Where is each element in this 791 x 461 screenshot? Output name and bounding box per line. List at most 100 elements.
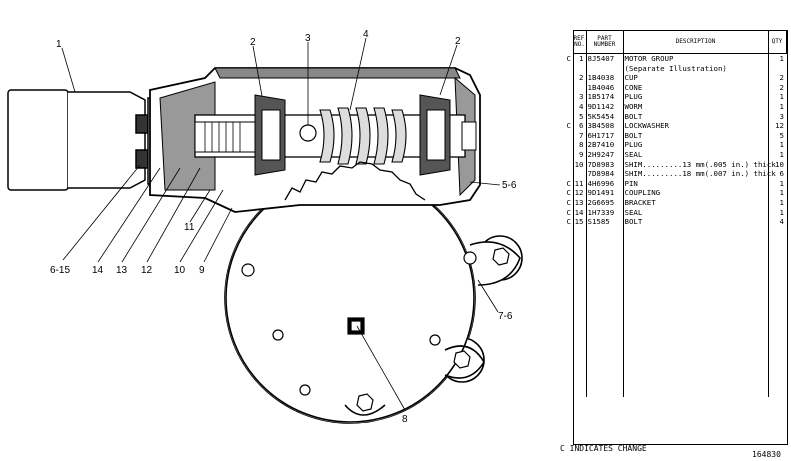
cell-ref: 4 bbox=[572, 101, 586, 112]
cell-qty: 1 bbox=[767, 178, 786, 189]
callout-4: 4 bbox=[363, 29, 369, 40]
cell-chg: C bbox=[566, 198, 571, 207]
cell-qty: 3 bbox=[767, 111, 786, 122]
callout-14: 14 bbox=[92, 265, 104, 276]
cell-desc: SEAL bbox=[622, 207, 768, 218]
cell-part: S1585 bbox=[585, 217, 623, 227]
cell-desc: CUP bbox=[622, 73, 768, 83]
cell-desc: BOLT bbox=[622, 130, 768, 141]
cell-qty: 2 bbox=[767, 73, 786, 83]
cell-desc: SHIM.........18 mm(.007 in.) thick bbox=[622, 169, 776, 179]
cell-chg: C bbox=[566, 217, 571, 227]
cell-chg bbox=[565, 64, 573, 74]
callout-3: 3 bbox=[305, 33, 311, 44]
cell-part bbox=[585, 63, 623, 74]
cell-ref: 9 bbox=[572, 149, 586, 160]
table-header-row: REF. NO. PART NUMBER DESCRIPTION QTY bbox=[565, 30, 787, 54]
header-description: DESCRIPTION bbox=[622, 30, 769, 54]
cell-ref: 1 bbox=[572, 53, 586, 64]
callout-12: 12 bbox=[141, 265, 153, 276]
header-ref-no: REF. NO. bbox=[572, 30, 588, 54]
cell-ref: 12 bbox=[572, 188, 586, 198]
cell-ref: 10 bbox=[572, 159, 586, 170]
cell-chg bbox=[565, 131, 573, 141]
callout-9: 9 bbox=[199, 265, 205, 276]
callout-labels: 1 2 3 4 2 5-6 7-6 8 6-15 14 13 12 10 9 1… bbox=[50, 29, 517, 425]
cell-ref bbox=[572, 169, 586, 179]
cell-qty: 1 bbox=[767, 101, 786, 112]
cell-desc: BRACKET bbox=[622, 197, 768, 208]
callout-13: 13 bbox=[116, 265, 128, 276]
cell-qty: 1 bbox=[767, 92, 786, 102]
cell-ref: 3 bbox=[572, 92, 586, 102]
cell-part: 7D8983 bbox=[585, 159, 623, 170]
cell-part: 1B4038 bbox=[585, 73, 623, 83]
cell-qty: 6 bbox=[767, 169, 786, 179]
cell-qty: 12 bbox=[767, 121, 786, 131]
figure-number: 164830 bbox=[752, 450, 781, 459]
cell-part: 9D1142 bbox=[585, 101, 623, 112]
cell-desc: (Separate Illustration) bbox=[622, 63, 768, 74]
cell-ref: 7 bbox=[572, 130, 586, 141]
cell-desc: WORM bbox=[622, 101, 768, 112]
cell-chg bbox=[565, 160, 573, 170]
cell-qty: 1 bbox=[767, 207, 786, 218]
cell-ref: 2 bbox=[572, 73, 586, 83]
callout-5-6: 5-6 bbox=[502, 180, 517, 191]
callout-2-right: 2 bbox=[455, 36, 461, 47]
cell-qty bbox=[767, 63, 786, 74]
cell-desc: COUPLING bbox=[622, 188, 768, 198]
cell-chg bbox=[565, 73, 573, 83]
cell-chg bbox=[565, 102, 573, 112]
callout-6-15: 6-15 bbox=[50, 265, 70, 276]
motor-body bbox=[7, 89, 159, 191]
cell-desc: CONE bbox=[622, 82, 768, 93]
header-qty: QTY bbox=[767, 30, 787, 54]
cell-part: 3B4508 bbox=[585, 121, 623, 131]
cell-part: 5K5454 bbox=[585, 111, 623, 122]
header-part-number: PART NUMBER bbox=[585, 30, 624, 54]
cell-part: 7D8984 bbox=[585, 169, 623, 179]
cell-desc: SHIM.........13 mm(.005 in.) thick bbox=[622, 159, 776, 170]
cell-qty: 1 bbox=[767, 149, 786, 160]
cell-desc: PLUG bbox=[622, 92, 768, 102]
cell-qty: 1 bbox=[767, 188, 786, 198]
cover-bolt-holes bbox=[241, 247, 510, 412]
cell-part: 2B7410 bbox=[585, 140, 623, 150]
leader-lines bbox=[61, 37, 501, 411]
cell-desc: PLUG bbox=[622, 140, 768, 150]
cell-chg bbox=[565, 83, 573, 93]
worm-gear-assembly-diagram: 1 2 3 4 2 5-6 7-6 8 6-15 14 13 12 10 9 1… bbox=[7, 29, 523, 425]
gear-housing-cover bbox=[224, 172, 523, 424]
cell-desc: MOTOR GROUP bbox=[622, 53, 768, 64]
cell-chg bbox=[565, 150, 573, 160]
cell-ref: 14 bbox=[572, 207, 586, 218]
callout-10: 10 bbox=[174, 265, 186, 276]
cell-ref: 5 bbox=[572, 111, 586, 122]
cell-ref: 13 bbox=[572, 197, 586, 208]
cell-chg: C bbox=[566, 178, 571, 188]
cell-part: 1H7339 bbox=[585, 207, 623, 218]
callout-7-6: 7-6 bbox=[498, 311, 513, 322]
cell-desc: BOLT bbox=[622, 217, 768, 227]
cell-ref bbox=[572, 63, 586, 74]
callout-1: 1 bbox=[56, 39, 62, 50]
cell-qty: 1 bbox=[767, 197, 786, 208]
cell-part: 1B5174 bbox=[585, 92, 623, 102]
cell-desc: BOLT bbox=[622, 111, 768, 122]
change-footnote: C INDICATES CHANGE bbox=[560, 444, 647, 453]
